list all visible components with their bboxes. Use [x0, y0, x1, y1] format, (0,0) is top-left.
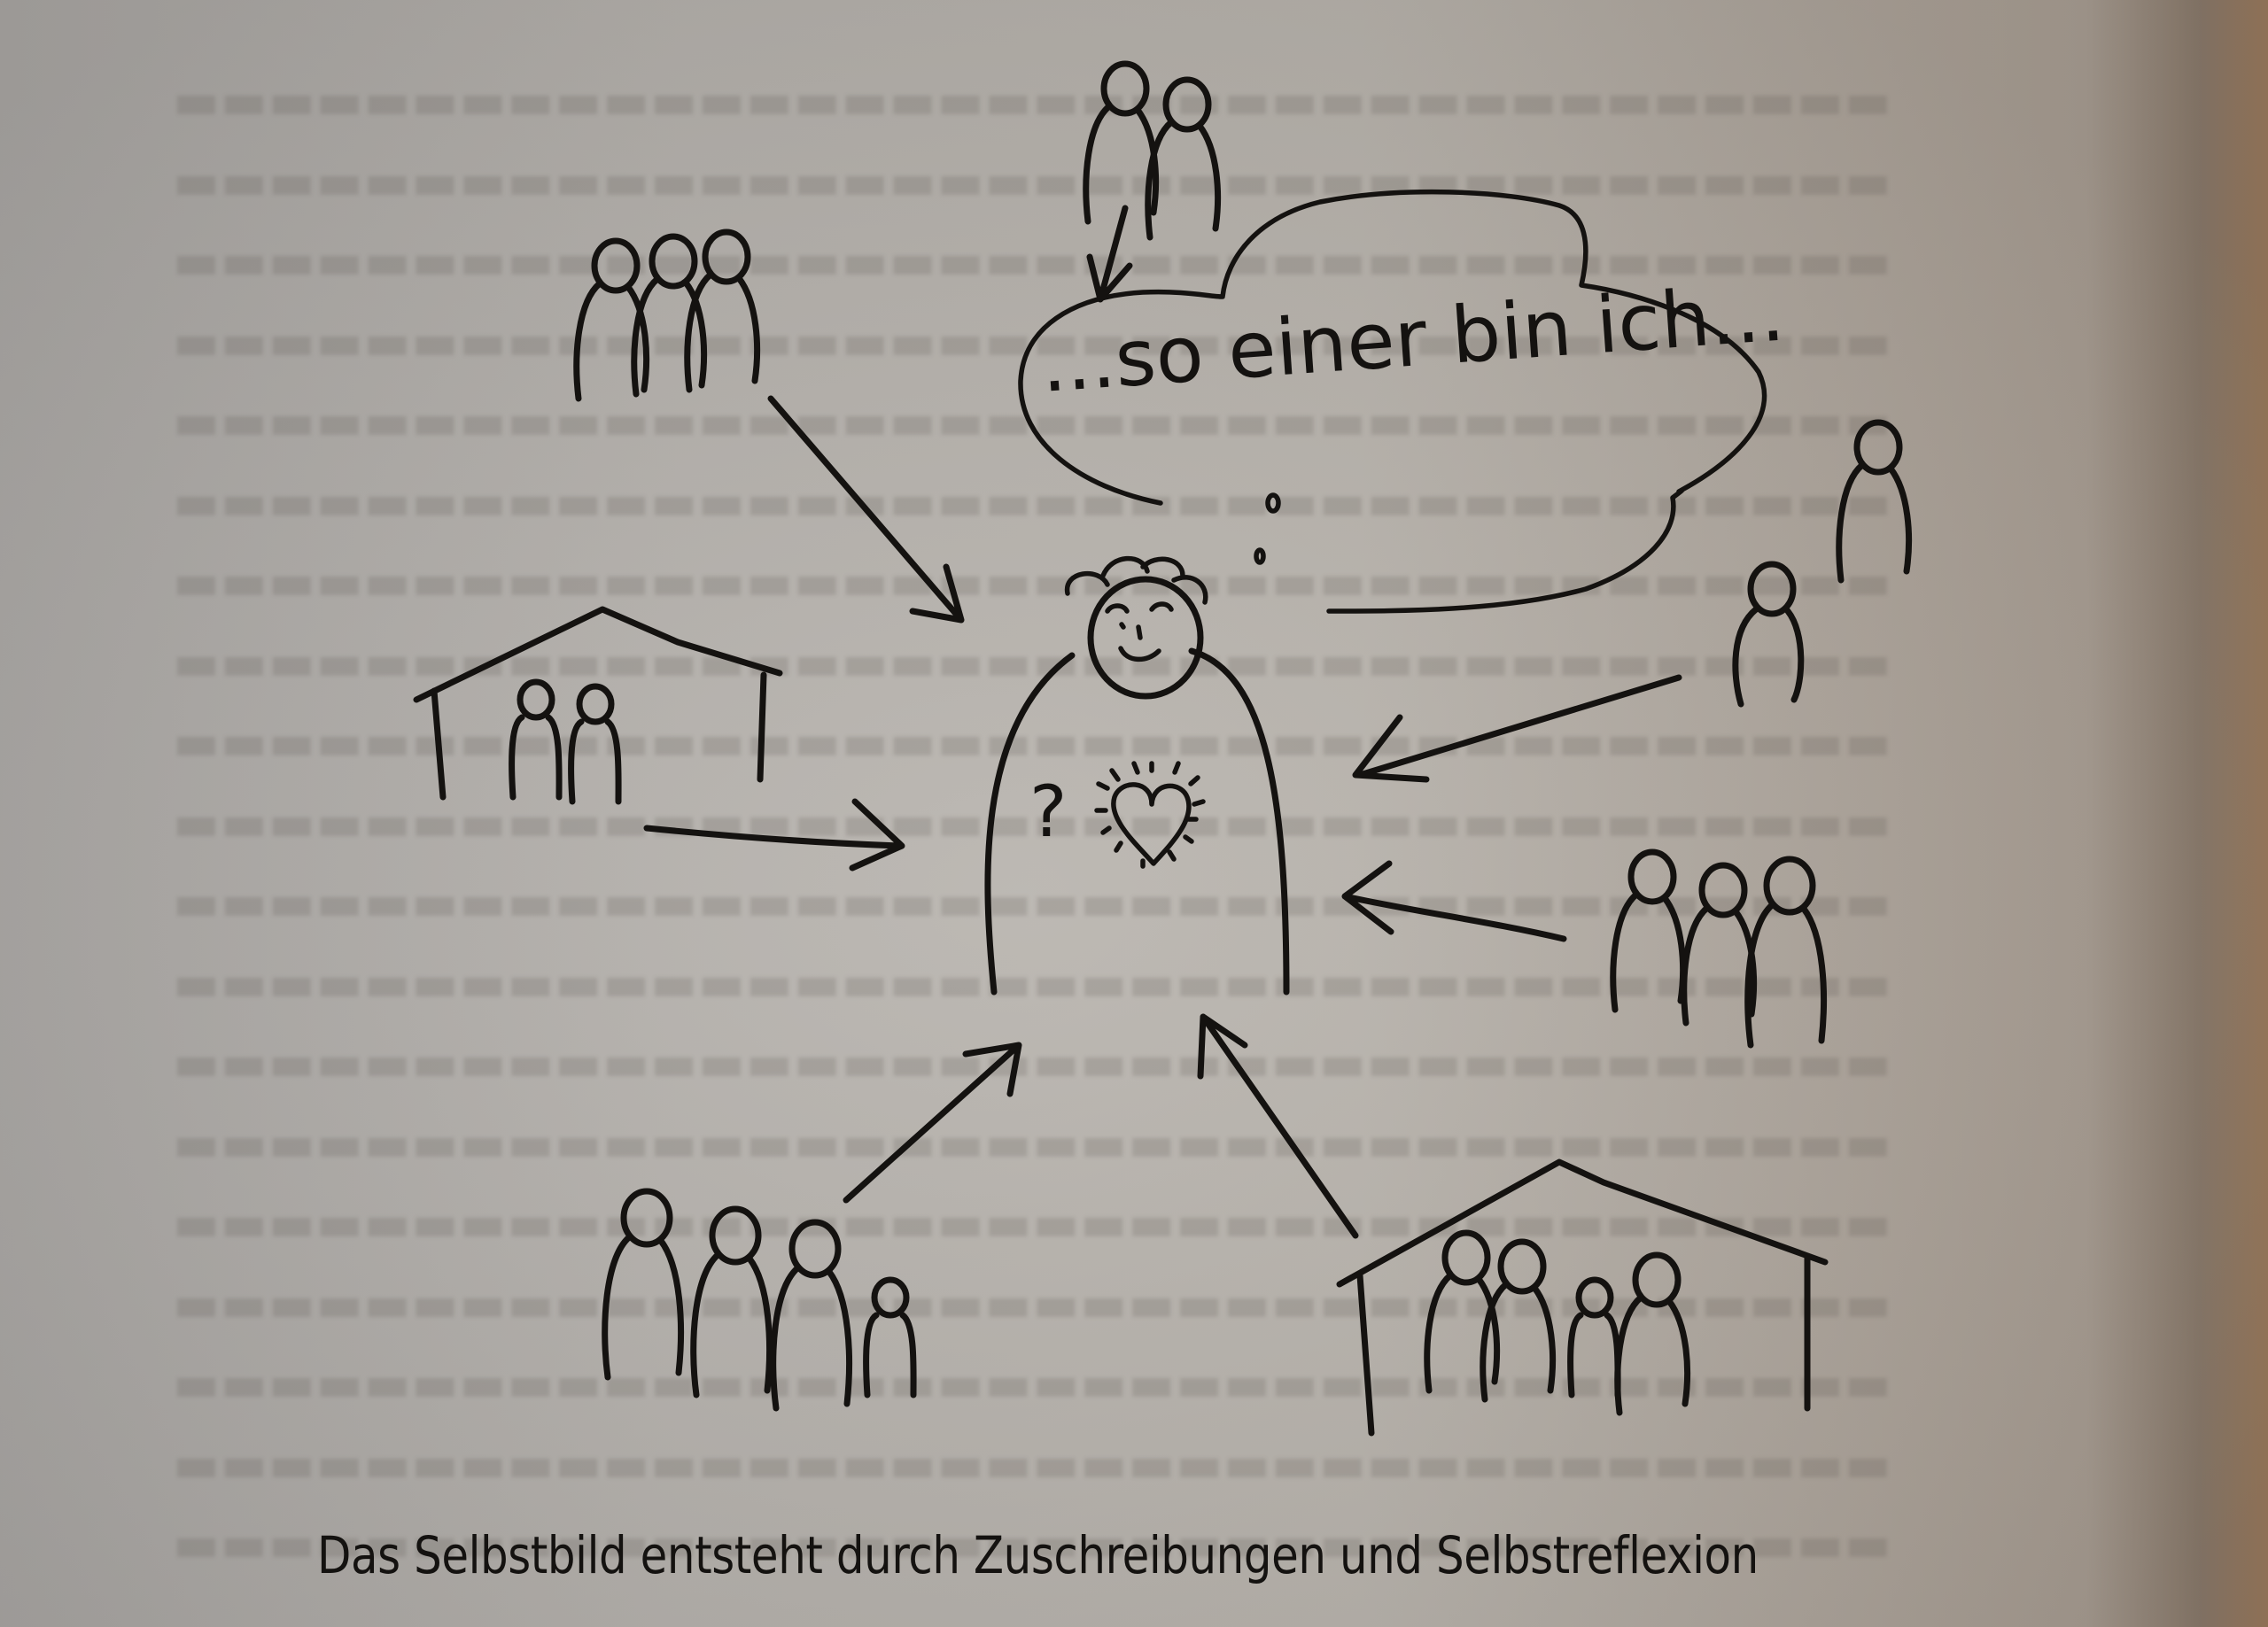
group-right-single-middle	[1732, 561, 1805, 708]
smile-icon	[1118, 646, 1161, 662]
figure-caption: Das Selbstbild entsteht durch Zuschreibu…	[317, 1525, 1759, 1585]
arrow-bottom-right	[1197, 1013, 1359, 1239]
group-top-left-trio	[577, 232, 757, 399]
arrow-right-upper	[1352, 674, 1682, 783]
arrow-left	[643, 798, 905, 872]
arrow-top-left	[767, 395, 965, 624]
group-top-pair	[1086, 64, 1218, 237]
group-bottom-left-four	[605, 1191, 913, 1408]
heart-icon	[1094, 761, 1206, 869]
curly-hair-icon	[1065, 555, 1208, 605]
eye-right-icon	[1149, 601, 1174, 612]
group-left-house	[413, 606, 783, 802]
group-right-single-upper	[1839, 422, 1909, 580]
eye-left-icon	[1105, 603, 1130, 614]
question-mark-icon: ?	[1029, 771, 1068, 853]
arrow-right-lower	[1341, 860, 1567, 942]
thought-dot-large	[1265, 492, 1281, 514]
group-bottom-right-house	[1336, 1158, 1829, 1437]
group-right-trio	[1613, 852, 1824, 1045]
thought-bubble	[1018, 189, 1767, 614]
arrow-top	[1086, 205, 1133, 303]
thought-dot-small	[1254, 547, 1266, 565]
heart-rays-icon	[1094, 761, 1206, 869]
central-person	[984, 555, 1290, 996]
arrow-bottom-left	[843, 1042, 1022, 1204]
